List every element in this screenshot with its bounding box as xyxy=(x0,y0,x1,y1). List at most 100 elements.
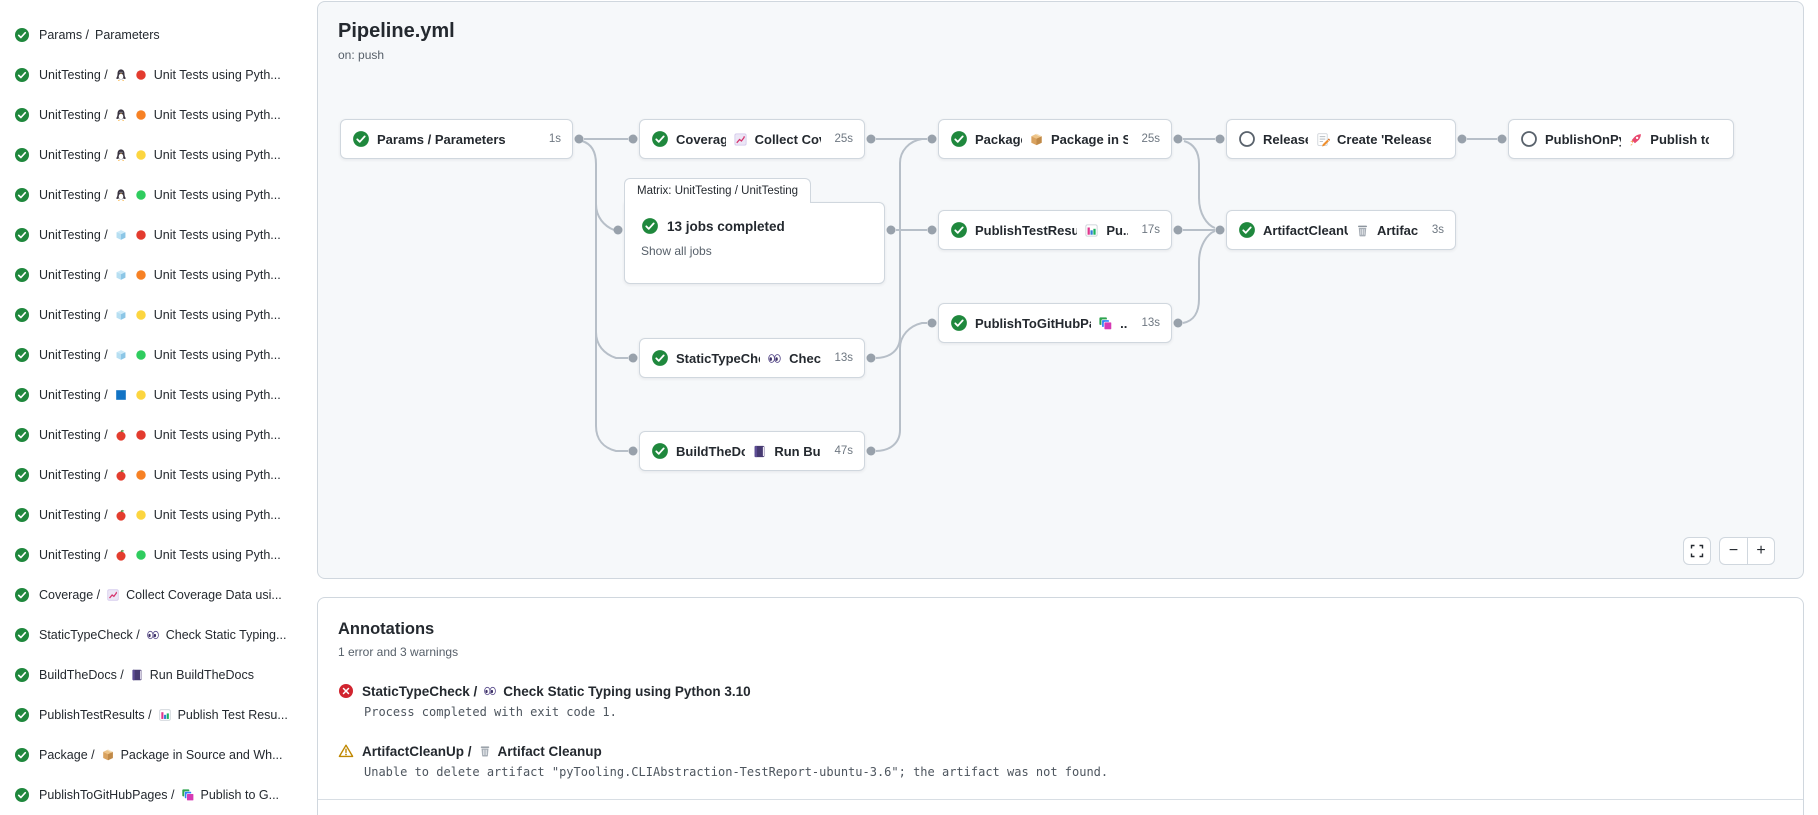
sidebar-job-item[interactable]: UnitTesting /Unit Tests using Pyth... xyxy=(0,215,312,255)
sidebar-job-item[interactable]: UnitTesting /Unit Tests using Pyth... xyxy=(0,175,312,215)
graph-edge xyxy=(875,138,923,359)
job-node-package[interactable]: Package /Package in So...25s xyxy=(938,119,1172,159)
sidebar-job-item[interactable]: UnitTesting /Unit Tests using Pyth... xyxy=(0,295,312,335)
node-port-dot xyxy=(1215,225,1225,235)
sidebar-job-item[interactable]: UnitTesting /Unit Tests using Pyth... xyxy=(0,55,312,95)
zoom-in-button[interactable]: + xyxy=(1747,537,1775,565)
graph-edge xyxy=(595,203,615,231)
package-box-icon xyxy=(101,748,115,762)
sidebar-job-label: BuildTheDocs /Run BuildTheDocs xyxy=(39,668,254,682)
layered-squares-icon xyxy=(1098,316,1113,331)
job-duration: 1s xyxy=(548,133,561,145)
job-duration: 25s xyxy=(1141,133,1160,145)
job-node-run-label: ... xyxy=(1120,315,1128,331)
job-node-run-label: Collect Cove... xyxy=(754,131,822,147)
sidebar-job-item[interactable]: UnitTesting /Unit Tests using Pyth... xyxy=(0,535,312,575)
node-port-dot xyxy=(1173,225,1183,235)
job-duration: 47s xyxy=(834,445,853,457)
ice-cube-icon xyxy=(114,228,128,242)
sidebar-job-item[interactable]: BuildTheDocs /Run BuildTheDocs xyxy=(0,655,312,695)
sidebar-job-item[interactable]: UnitTesting /Unit Tests using Pyth... xyxy=(0,135,312,175)
node-port-dot xyxy=(1457,134,1467,144)
job-node-name: Release / xyxy=(1263,131,1308,147)
sidebar-job-item[interactable]: UnitTesting /Unit Tests using Pyth... xyxy=(0,495,312,535)
dot-orange-icon xyxy=(134,108,148,122)
check-circle-icon xyxy=(14,147,30,163)
job-node-static-type-check[interactable]: StaticTypeCheck /Chec...13s xyxy=(639,338,865,378)
zoom-out-button[interactable]: − xyxy=(1719,537,1747,565)
sidebar-job-label: UnitTesting /Unit Tests using Pyth... xyxy=(39,428,281,442)
sidebar-job-item[interactable]: UnitTesting /Unit Tests using Pyth... xyxy=(0,455,312,495)
job-node-publish-on-pypi[interactable]: PublishOnPyPI /Publish to ... xyxy=(1508,119,1734,159)
trash-icon xyxy=(478,744,492,758)
dot-green-icon xyxy=(134,188,148,202)
annotation-title-link[interactable]: ArtifactCleanUp /Artifact Cleanup xyxy=(338,743,1783,759)
dot-orange-icon xyxy=(134,268,148,282)
sidebar-job-label: UnitTesting /Unit Tests using Pyth... xyxy=(39,548,281,562)
job-node-name: PublishToGitHubPages / xyxy=(975,315,1091,331)
check-circle-icon xyxy=(950,314,968,332)
sidebar-job-item[interactable]: PublishTestResults /Publish Test Resu... xyxy=(0,695,312,735)
job-node-release[interactable]: Release / Create 'Release P... xyxy=(1226,119,1456,159)
annotation-title-link[interactable]: StaticTypeCheck /Check Static Typing usi… xyxy=(338,683,1783,699)
sidebar-job-item[interactable]: StaticTypeCheck /Check Static Typing... xyxy=(0,615,312,655)
ice-cube-icon xyxy=(114,308,128,322)
sidebar-job-item[interactable]: UnitTesting /Unit Tests using Pyth... xyxy=(0,255,312,295)
sidebar-job-item[interactable]: UnitTesting /Unit Tests using Pyth... xyxy=(0,415,312,455)
sidebar-job-item[interactable]: UnitTesting /Unit Tests using Pyth... xyxy=(0,375,312,415)
check-circle-icon xyxy=(14,707,30,723)
node-port-dot xyxy=(628,134,638,144)
sidebar-job-label: UnitTesting /Unit Tests using Pyth... xyxy=(39,508,281,522)
sidebar-job-item[interactable]: Params /Parameters xyxy=(0,15,312,55)
matrix-group-node[interactable]: 13 jobs completed Show all jobs xyxy=(624,202,885,284)
fullscreen-button[interactable] xyxy=(1683,537,1711,565)
memo-icon xyxy=(1315,132,1330,147)
sidebar-job-item[interactable]: PublishToGitHubPages /Publish to G... xyxy=(0,775,312,815)
skipped-circle-icon xyxy=(1238,130,1256,148)
eyes-icon xyxy=(483,684,497,698)
job-node-run-label: Create 'Release P... xyxy=(1337,131,1431,147)
job-node-publish-test-results[interactable]: PublishTestResults /Pu...17s xyxy=(938,210,1172,250)
job-node-name: PublishTestResults / xyxy=(975,222,1077,238)
annotations-list: StaticTypeCheck /Check Static Typing usi… xyxy=(318,683,1803,800)
sidebar-job-item[interactable]: UnitTesting /Unit Tests using Pyth... xyxy=(0,95,312,135)
penguin-icon xyxy=(114,148,128,162)
sidebar-job-label: UnitTesting /Unit Tests using Pyth... xyxy=(39,188,281,202)
sidebar-job-item[interactable]: Coverage /Collect Coverage Data usi... xyxy=(0,575,312,615)
graph-edge xyxy=(875,348,901,452)
sidebar-job-item[interactable]: Package /Package in Source and Wh... xyxy=(0,735,312,775)
job-node-artifact-cleanup[interactable]: ArtifactCleanUp /Artifac...3s xyxy=(1226,210,1456,250)
apple-icon xyxy=(114,508,128,522)
job-node-publish-to-github-pages[interactable]: PublishToGitHubPages /...13s xyxy=(938,303,1172,343)
skipped-circle-icon xyxy=(1520,130,1538,148)
dot-green-icon xyxy=(134,348,148,362)
package-box-icon xyxy=(1029,132,1044,147)
job-node-name: StaticTypeCheck / xyxy=(676,350,760,366)
penguin-icon xyxy=(114,68,128,82)
job-node-name: ArtifactCleanUp / xyxy=(1263,222,1348,238)
node-port-dot xyxy=(886,225,896,235)
rocket-icon xyxy=(1628,132,1643,147)
job-node-build-the-docs[interactable]: BuildTheDocs /Run Buil...47s xyxy=(639,431,865,471)
check-circle-icon xyxy=(651,130,669,148)
job-node-run-label: Artifac... xyxy=(1376,222,1419,238)
bar-chart-icon xyxy=(1084,223,1099,238)
workflow-file-title: Pipeline.yml xyxy=(338,20,455,42)
sidebar-job-item[interactable]: UnitTesting /Unit Tests using Pyth... xyxy=(0,335,312,375)
dot-yellow-icon xyxy=(134,148,148,162)
job-node-run-label: Chec... xyxy=(789,350,821,366)
annotations-card: Annotations 1 error and 3 warnings Stati… xyxy=(317,597,1804,815)
check-circle-icon xyxy=(14,267,30,283)
job-node-run-label: Publish to ... xyxy=(1650,131,1709,147)
node-port-dot xyxy=(574,134,584,144)
sidebar-job-label: UnitTesting /Unit Tests using Pyth... xyxy=(39,68,281,82)
annotation-title-text: ArtifactCleanUp /Artifact Cleanup xyxy=(362,743,602,759)
show-all-jobs-link[interactable]: Show all jobs xyxy=(641,244,712,258)
penguin-icon xyxy=(114,188,128,202)
job-node-coverage[interactable]: Coverage /Collect Cove...25s xyxy=(639,119,865,159)
job-node-run-label: Run Buil... xyxy=(774,443,821,459)
check-circle-icon xyxy=(352,130,370,148)
node-port-dot xyxy=(628,446,638,456)
check-circle-icon xyxy=(14,427,30,443)
